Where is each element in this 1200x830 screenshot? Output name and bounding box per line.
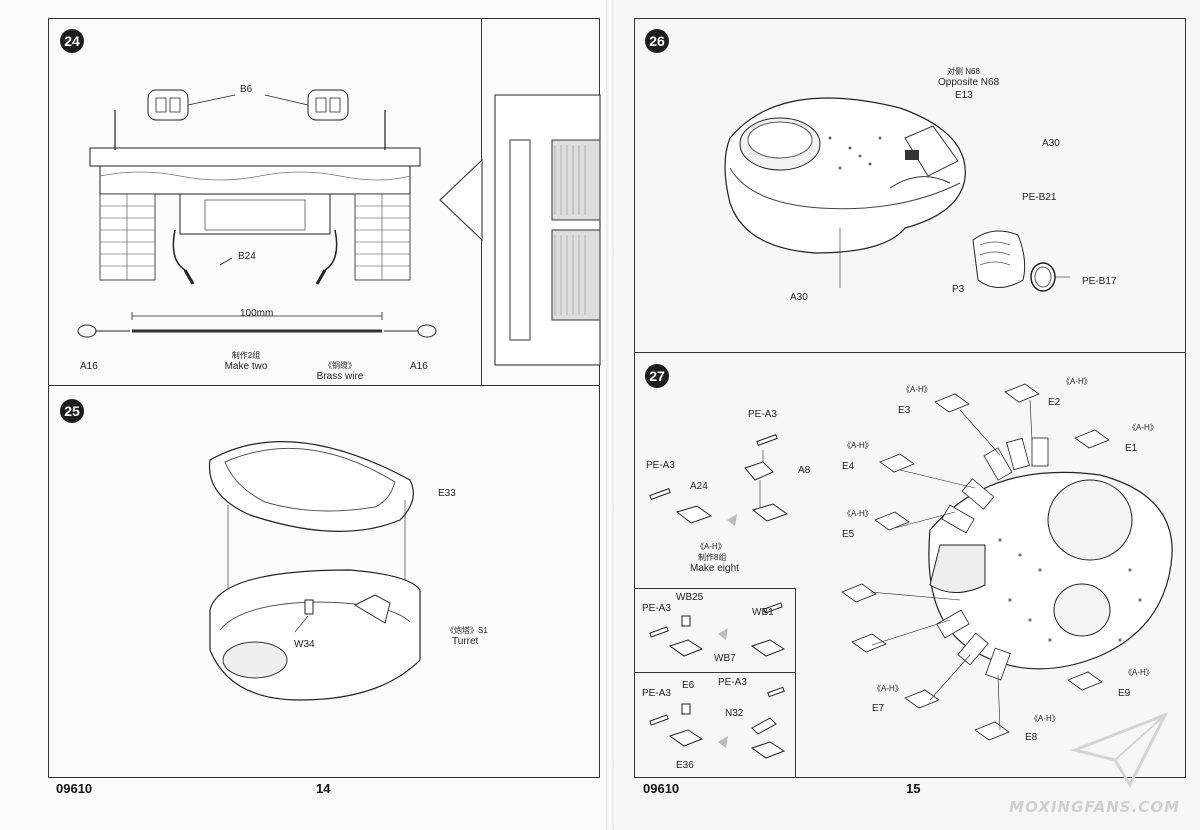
watermark-text: MOXINGFANS.COM <box>1009 798 1180 816</box>
sub-box-2 <box>634 588 796 673</box>
label-e13: E13 <box>955 90 973 101</box>
sub1-pe-a3-top: PE-A3 <box>748 409 777 420</box>
sub1-pe-a3-left: PE-A3 <box>646 460 675 471</box>
sub1-ah: 《A-H》 <box>696 542 726 551</box>
label-e3: E3 <box>898 405 911 416</box>
ah-label-e9: 《A-H》 <box>1124 668 1154 677</box>
label-e2: E2 <box>1048 397 1061 408</box>
sub2-wb1: WB1 <box>752 607 774 618</box>
label-pe-b21: PE-B21 <box>1022 192 1057 203</box>
label-e7: E7 <box>872 703 885 714</box>
ah-label-e1: 《A-H》 <box>1128 423 1158 432</box>
step-25-badge: 25 <box>60 399 84 423</box>
label-a16-left: A16 <box>80 361 98 372</box>
make-two: Make two <box>224 361 268 372</box>
ah-label-e8: 《A-H》 <box>1030 714 1060 723</box>
page-spine <box>606 0 614 830</box>
step-25-panel <box>48 386 600 778</box>
paper-plane-logo <box>1070 712 1169 789</box>
label-a30-top: A30 <box>1042 138 1060 149</box>
sub2-wb7: WB7 <box>714 653 736 664</box>
sub3-pe-a3-left: PE-A3 <box>642 688 671 699</box>
sub1-a24: A24 <box>690 481 708 492</box>
label-e9: E9 <box>1118 688 1131 699</box>
sub1-make-eight-cn: 制作8组 <box>698 553 727 562</box>
label-w34: W34 <box>294 639 315 650</box>
label-b6: B6 <box>240 84 253 95</box>
ah-label-e2: 《A-H》 <box>1062 377 1092 386</box>
right-product-code: 09610 <box>643 781 680 796</box>
sub1-a8: A8 <box>798 465 811 476</box>
turret-assembly-drawing <box>841 383 1173 741</box>
ah-label-e4: 《A-H》 <box>843 441 873 450</box>
brass-wire-drawing <box>77 312 437 338</box>
turret-ring-drawing <box>208 441 421 701</box>
gun-mantlet-drawing <box>972 230 1070 292</box>
label-b24: B24 <box>238 251 256 262</box>
step-24-badge: 24 <box>60 29 84 53</box>
label-e5: E5 <box>842 529 855 540</box>
step-26-panel <box>634 18 1186 353</box>
ah-label-e5: 《A-H》 <box>843 509 873 518</box>
sub2-pe-a3: PE-A3 <box>642 603 671 614</box>
label-pe-b17: PE-B17 <box>1082 276 1117 287</box>
periscope-subassembly-3 <box>649 686 786 759</box>
turret-top-drawing <box>724 97 966 288</box>
tank-rear-drawing <box>89 89 421 285</box>
left-page-number: 14 <box>316 781 331 796</box>
periscope-subassembly-2 <box>649 602 786 657</box>
brass-wire: Brass wire <box>316 371 364 382</box>
label-e4: E4 <box>842 461 855 472</box>
sub3-n32: N32 <box>725 708 744 719</box>
periscope-subassembly-1 <box>649 434 789 526</box>
label-e8: E8 <box>1025 732 1038 743</box>
sub3-e6: E6 <box>682 680 695 691</box>
left-product-code: 09610 <box>56 781 93 796</box>
label-a30-bottom: A30 <box>790 292 808 303</box>
make-two-cn: 制作2组 <box>231 351 261 360</box>
step-27-badge: 27 <box>645 364 669 388</box>
wire-length: 100mm <box>240 308 274 319</box>
turret-label: Turret <box>452 636 479 647</box>
label-p3: P3 <box>952 284 965 295</box>
label-a16-right: A16 <box>410 361 428 372</box>
right-page-number: 15 <box>906 781 921 796</box>
sub3-e36: E36 <box>676 760 694 771</box>
ah-label-e3: 《A-H》 <box>902 385 932 394</box>
brass-wire-cn: 《铜缆》 <box>324 361 356 370</box>
step-26-badge: 26 <box>645 29 669 53</box>
ah-label-e7: 《A-H》 <box>873 684 903 693</box>
turret-code: 《炮塔》S1 <box>446 626 488 635</box>
tank-top-inset-drawing <box>439 94 601 366</box>
opposite-label: Opposite N68 <box>938 77 1000 88</box>
sub2-wb25: WB25 <box>676 592 704 603</box>
sub1-make-eight: Make eight <box>690 563 739 574</box>
opposite-cn: 对侧 N68 <box>947 67 980 76</box>
sub-box-3 <box>634 673 796 778</box>
sub3-pe-a3-right: PE-A3 <box>718 677 747 688</box>
label-e1: E1 <box>1125 443 1138 454</box>
label-e33: E33 <box>438 488 456 499</box>
step-27-panel <box>634 353 1186 778</box>
